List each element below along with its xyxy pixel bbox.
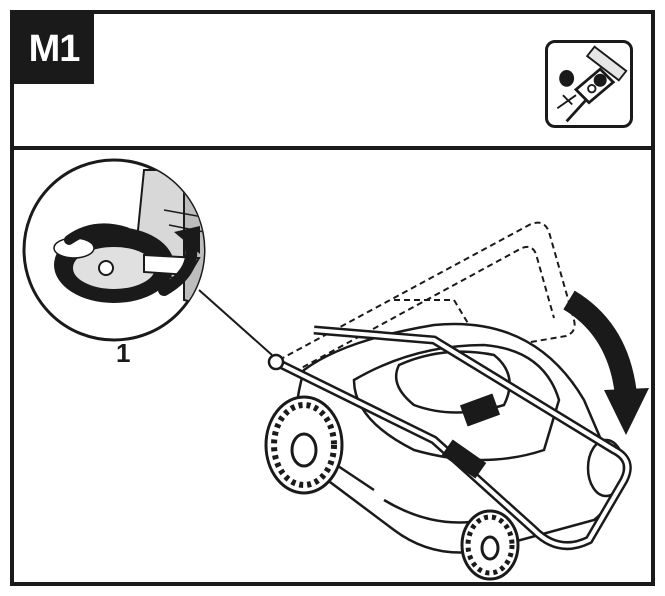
handle-knob-thumbnail-icon <box>545 40 633 128</box>
thumbnail-drawing <box>556 45 628 123</box>
curved-arrow-down-icon <box>563 290 649 435</box>
handle-after-fold <box>267 325 632 551</box>
rotate-arrow-icon <box>64 223 200 296</box>
instruction-frame: M1 <box>10 10 655 586</box>
header-panel: M1 <box>14 14 651 150</box>
step-badge: M1 <box>14 14 94 84</box>
handle-before-fold <box>278 221 576 373</box>
rear-left-wheel <box>264 395 344 495</box>
mower-illustration <box>22 158 649 581</box>
front-left-wheel <box>460 509 520 581</box>
zoom-callout-circle <box>22 158 206 342</box>
main-illustration: 1 <box>14 150 651 582</box>
callout-leader-line <box>198 289 273 356</box>
callout-number: 1 <box>116 338 131 368</box>
